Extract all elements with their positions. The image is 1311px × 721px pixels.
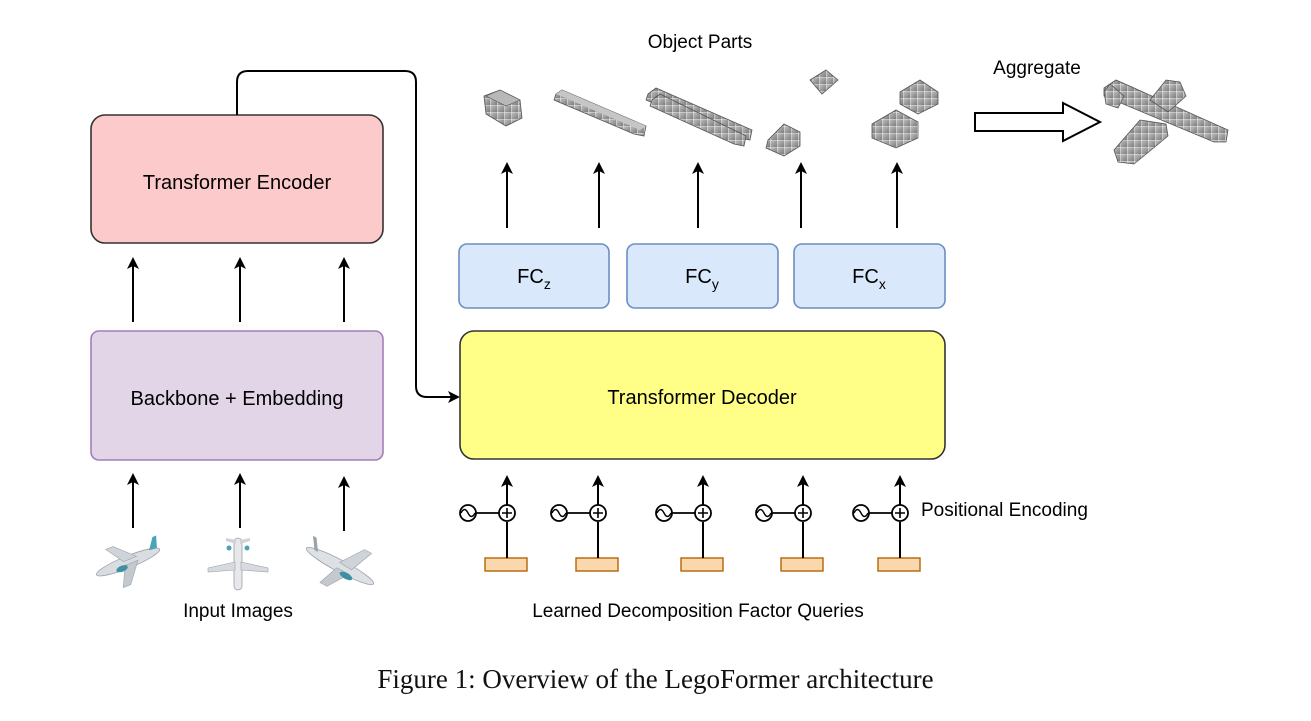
aggregated-airplane xyxy=(1103,79,1229,165)
object-part-5 xyxy=(871,79,939,149)
transformer-encoder-block: Transformer Encoder xyxy=(90,114,384,244)
queries-label: Learned Decomposition Factor Queries xyxy=(532,601,864,622)
query-token xyxy=(780,557,824,572)
fc-to-parts-arrows xyxy=(501,162,903,228)
fc-x-label: FCx xyxy=(852,266,886,292)
figure-caption: Figure 1: Overview of the LegoFormer arc… xyxy=(377,664,934,694)
object-parts-label: Object Parts xyxy=(648,32,753,53)
voxel-part-icon xyxy=(483,89,523,127)
query-token xyxy=(575,557,619,572)
airplane-image-icon xyxy=(207,537,269,591)
airplane-image-icon xyxy=(305,535,375,587)
transformer-encoder-label: Transformer Encoder xyxy=(143,172,332,194)
query-token xyxy=(877,557,921,572)
transformer-decoder-block: Transformer Decoder xyxy=(459,330,946,460)
fc-y-label: FCy xyxy=(685,266,719,292)
query-token xyxy=(680,557,724,572)
input-image-3 xyxy=(305,535,375,587)
positional-encoding-label: Positional Encoding xyxy=(921,500,1088,521)
object-part-4 xyxy=(765,69,839,157)
airplane-image-icon xyxy=(95,535,161,589)
query-column-5 xyxy=(852,475,921,572)
object-part-1 xyxy=(483,89,523,127)
object-part-2 xyxy=(553,89,647,137)
images-to-backbone-arrows xyxy=(127,473,350,531)
fc-z-label: FCz xyxy=(517,266,551,292)
input-image-2 xyxy=(207,537,269,591)
query-column-4 xyxy=(755,475,824,572)
query-column-3 xyxy=(655,475,724,572)
hollow-arrow-icon xyxy=(974,101,1103,143)
transformer-decoder-label: Transformer Decoder xyxy=(607,387,797,409)
voxel-part-icon xyxy=(553,89,647,137)
input-images-label: Input Images xyxy=(183,601,293,622)
fc-z-block: FCz xyxy=(458,243,610,309)
query-column-1 xyxy=(459,475,528,572)
fc-x-block: FCx xyxy=(793,243,946,309)
aggregate-label: Aggregate xyxy=(993,58,1081,79)
backbone-embedding-label: Backbone + Embedding xyxy=(131,388,344,410)
backbone-to-encoder-arrows xyxy=(127,257,350,322)
voxel-part-icon xyxy=(765,69,839,157)
fc-y-block: FCy xyxy=(626,243,779,309)
voxel-part-icon xyxy=(871,79,939,149)
object-part-3 xyxy=(645,87,753,147)
query-token xyxy=(484,557,528,572)
voxel-part-icon xyxy=(1103,79,1229,165)
voxel-part-icon xyxy=(645,87,753,147)
encoder-to-decoder-connector xyxy=(236,70,460,403)
backbone-embedding-block: Backbone + Embedding xyxy=(90,330,384,461)
input-image-1 xyxy=(95,535,161,589)
query-column-2 xyxy=(550,475,619,572)
